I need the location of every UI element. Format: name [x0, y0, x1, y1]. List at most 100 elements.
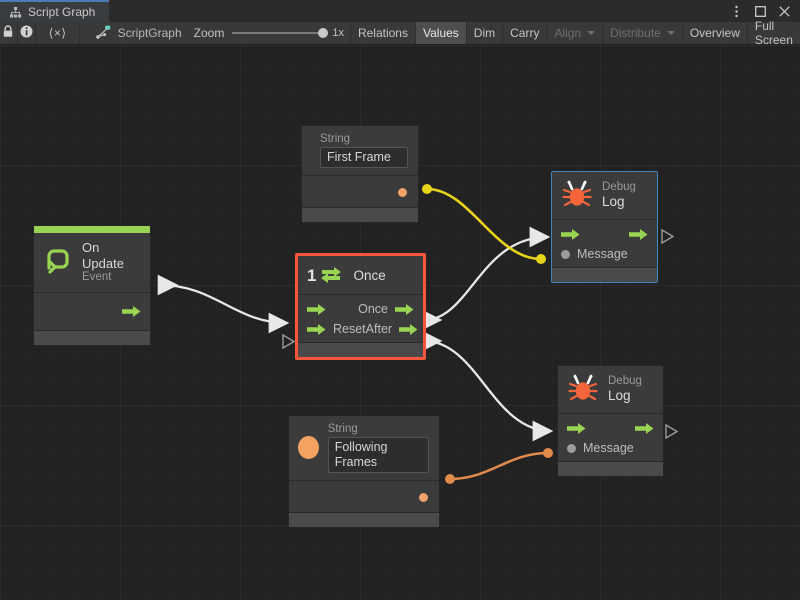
port-row-message[interactable]: Message [552, 244, 657, 264]
port-row-value-output[interactable] [289, 485, 439, 509]
toolbar-label-carry: Carry [510, 26, 540, 40]
script-graph-icon [95, 25, 111, 42]
port-row-output[interactable] [34, 297, 150, 327]
once-badge: 1 [307, 265, 317, 285]
maximize-icon[interactable] [754, 5, 767, 18]
zoom-slider[interactable] [232, 28, 329, 38]
node-body [302, 175, 418, 207]
flow-input-port-reset[interactable]: Reset [307, 322, 366, 336]
code-view-button[interactable]: ⟨×⟩ [36, 22, 81, 44]
tab-script-graph[interactable]: Script Graph [0, 0, 110, 22]
value-output-port[interactable] [398, 188, 407, 198]
zoom-label: Zoom [193, 26, 225, 40]
node-subtitle: Debug [608, 374, 642, 387]
node-string-following-frames[interactable]: String Following Frames [288, 415, 440, 528]
flow-input-port[interactable] [561, 228, 580, 241]
node-accent-bar [34, 226, 150, 233]
toolbar-label-full-screen: Full Screen [754, 19, 793, 47]
close-icon[interactable] [778, 5, 791, 18]
toolbar-button-dim[interactable]: Dim [465, 22, 502, 44]
string-value-input[interactable]: First Frame [320, 146, 408, 168]
toolbar-label-align: Align [554, 26, 582, 40]
flow-output-port[interactable] [635, 422, 654, 435]
port-stub-once-reset[interactable] [282, 333, 296, 350]
toolbar-button-distribute[interactable]: Distribute [602, 22, 682, 44]
flow-input-port[interactable] [567, 422, 586, 435]
node-title: Log [608, 388, 631, 404]
toolbar-button-values[interactable]: Values [414, 22, 466, 44]
toolbar-button-align[interactable]: Align [546, 22, 602, 44]
flow-arrow-icon [122, 306, 141, 318]
node-body [34, 292, 150, 330]
lock-icon [2, 25, 14, 41]
edge-string-first-to-message[interactable] [422, 184, 546, 264]
edge-string-following-to-message[interactable] [445, 448, 553, 484]
edge-layer [157, 184, 679, 484]
edge-after-to-debug-bottom[interactable] [421, 330, 554, 442]
title-bar: Script Graph [0, 0, 800, 22]
node-once[interactable]: 1 Once Once [295, 253, 426, 360]
flow-output-port-after[interactable]: After [366, 322, 418, 336]
flow-arrow-icon [307, 303, 326, 315]
node-title-block: String Following Frames [327, 423, 429, 473]
port-row-message[interactable]: Message [558, 438, 663, 458]
flow-output-port[interactable] [629, 228, 648, 241]
window-controls [730, 0, 800, 22]
value-port-dot[interactable] [561, 249, 570, 259]
node-title-block: Debug Log [602, 181, 636, 211]
node-title: String [327, 423, 358, 435]
port-row-reset-after[interactable]: Reset After [298, 319, 423, 339]
bug-icon [561, 179, 593, 212]
node-body: Message [558, 414, 663, 461]
port-stub-debug-top-out[interactable] [661, 228, 675, 245]
node-footer [302, 206, 418, 222]
toolbar-label-relations: Relations [357, 26, 408, 40]
port-row-flow[interactable] [552, 224, 657, 244]
lock-button[interactable] [0, 22, 18, 44]
edge-endpoint-target [536, 254, 546, 264]
graph-canvas[interactable]: On Update Event Strin [0, 45, 800, 600]
node-header: Debug Log [558, 366, 663, 414]
update-loop-icon [43, 248, 73, 277]
string-value-input[interactable]: Following Frames [327, 436, 429, 473]
value-port-dot[interactable] [567, 443, 576, 453]
toolbar-label-overview: Overview [689, 26, 740, 40]
flow-arrow-icon [635, 422, 654, 434]
info-button[interactable] [18, 22, 36, 44]
port-row-flow[interactable] [558, 418, 663, 438]
value-input-port-message[interactable]: Message [561, 247, 628, 261]
port-row-value-output[interactable] [302, 180, 418, 204]
value-input-port-message[interactable]: Message [567, 441, 634, 455]
toolbar-button-relations[interactable]: Relations [349, 22, 415, 44]
more-options-icon[interactable] [730, 5, 743, 18]
node-title: Once [353, 267, 386, 283]
node-on-update[interactable]: On Update Event [33, 225, 151, 346]
node-footer [552, 267, 657, 282]
node-footer [558, 461, 663, 476]
edge-once-to-debug-top[interactable] [421, 226, 551, 331]
toolbar-button-overview[interactable]: Overview [681, 22, 747, 44]
hierarchy-icon [9, 6, 22, 19]
flow-arrow-icon [567, 422, 586, 434]
node-debug-log-top[interactable]: Debug Log [551, 171, 658, 283]
node-header: String First Frame [302, 126, 418, 176]
breadcrumb[interactable]: ScriptGraph [92, 22, 194, 44]
toolbar-button-carry[interactable]: Carry [502, 22, 546, 44]
breadcrumb-label: ScriptGraph [117, 26, 182, 40]
port-stub-debug-bottom-out[interactable] [665, 423, 679, 440]
zoom-slider-handle[interactable] [318, 28, 329, 38]
flow-output-port-once[interactable]: Once [358, 302, 414, 316]
value-output-port[interactable] [419, 493, 428, 503]
code-brackets-icon: ⟨×⟩ [48, 26, 67, 40]
port-row-once[interactable]: Once [298, 299, 423, 319]
node-footer [34, 329, 150, 345]
flow-output-port[interactable] [122, 305, 141, 318]
node-string-first-frame[interactable]: String First Frame [301, 125, 419, 223]
node-header: String Following Frames [289, 416, 439, 481]
node-debug-log-bottom[interactable]: Debug Log [557, 365, 664, 477]
edge-on-update-to-once[interactable] [157, 274, 290, 334]
zoom-control[interactable]: Zoom 1x [194, 22, 350, 44]
toolbar-button-full-screen[interactable]: Full Screen [746, 19, 800, 47]
port-label-message: Message [583, 441, 634, 455]
flow-input-port-enter[interactable] [307, 303, 326, 316]
